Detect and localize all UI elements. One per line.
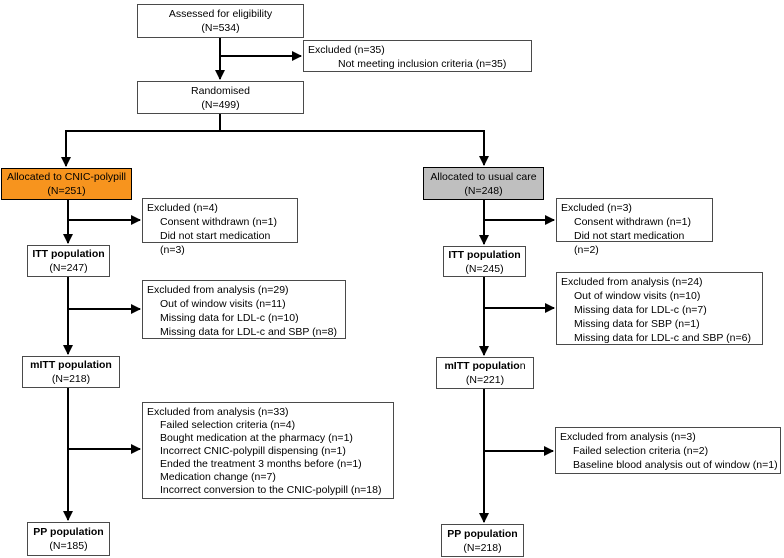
box-excluded-allocation-usual: Excluded (n=3) Consent withdrawn (n=1) D… — [556, 198, 713, 256]
mitt-usual-title-bold: mITT populatio — [444, 360, 520, 372]
exclusion-item: Incorrect conversion to the CNIC-polypil… — [160, 484, 382, 496]
exclusion-title: Excluded from analysis (n=33) — [147, 406, 289, 418]
box-excluded-mitt-polypill: Excluded from analysis (n=33) Failed sel… — [142, 402, 394, 499]
box-pp-polypill: PP population (N=185) — [27, 522, 110, 556]
randomised-title: Randomised — [191, 84, 250, 97]
exclusion-title: Excluded from analysis (n=29) — [147, 284, 289, 296]
box-itt-usual-care: ITT population (N=245) — [443, 246, 526, 277]
box-pp-usual-care: PP population (N=218) — [441, 524, 524, 557]
itt-polypill-n: (N=247) — [49, 262, 88, 274]
exclusion-item: Missing data for SBP (n=1) — [574, 318, 700, 330]
pp-polypill-title: PP population — [33, 526, 104, 538]
exclusion-item: Missing data for LDL-c (n=10) — [160, 312, 299, 324]
exclusion-item: Missing data for LDL-c and SBP (n=6) — [574, 332, 751, 344]
box-itt-polypill: ITT population (N=247) — [27, 245, 110, 277]
box-allocated-polypill: Allocated to CNIC-polypill (N=251) — [1, 168, 132, 200]
exclusion-title: Excluded (n=4) — [147, 202, 218, 214]
exclusion-item: Out of window visits (n=11) — [160, 298, 286, 310]
mitt-polypill-n: (N=218) — [51, 373, 91, 385]
exclusion-item: Consent withdrawn (n=1) — [574, 216, 692, 228]
box-mitt-usual-care: mITT population (N=221) — [436, 357, 534, 389]
box-assessed-eligibility: Assessed for eligibility (N=534) — [137, 4, 304, 38]
assessed-title: Assessed for eligibility — [168, 8, 273, 20]
assessed-n: (N=534) — [201, 22, 240, 34]
mitt-usual-title-tail: n — [519, 360, 526, 372]
exclusion-item: Did not start medication (n=2) — [574, 230, 685, 256]
exclusion-item: Ended the treatment 3 months before (n=1… — [160, 458, 362, 470]
box-randomised: Randomised (N=499) — [137, 81, 304, 114]
pp-polypill-n: (N=185) — [49, 540, 88, 552]
exclusion-item: Missing data for LDL-c (n=7) — [574, 304, 707, 316]
exclusion-item: Baseline blood analysis out of window (n… — [573, 459, 778, 471]
allocated-polypill-title: Allocated to CNIC-polypill — [6, 171, 127, 183]
box-mitt-polypill: mITT population (N=218) — [22, 356, 120, 388]
exclusion-item: Medication change (n=7) — [160, 471, 276, 483]
exclusion-item: Out of window visits (n=10) — [574, 290, 701, 302]
box-excluded-itt-usual: Excluded from analysis (n=24) Out of win… — [556, 272, 763, 345]
exclusion-item: Incorrect CNIC-polypill dispensing (n=1) — [160, 445, 346, 457]
mitt-polypill-title: mITT population — [30, 359, 112, 371]
exclusion-item: Failed selection criteria (n=4) — [160, 419, 296, 431]
box-excluded-allocation-polypill: Excluded (n=4) Consent withdrawn (n=1) D… — [142, 198, 298, 256]
exclusion-title: Excluded (n=3) — [561, 202, 632, 214]
box-excluded-eligibility: Excluded (n=35) Not meeting inclusion cr… — [303, 40, 532, 72]
exclusion-title: Excluded from analysis (n=24) — [561, 276, 703, 288]
exclusion-item: Failed selection criteria (n=2) — [573, 445, 709, 457]
exclusion-item: Did not start medication (n=3) — [160, 230, 271, 256]
allocated-polypill-n: (N=251) — [47, 185, 86, 197]
mitt-usual-title: mITT population — [437, 359, 533, 373]
box-excluded-mitt-usual: Excluded from analysis (n=3) Failed sele… — [555, 427, 781, 474]
box-excluded-itt-polypill: Excluded from analysis (n=29) Out of win… — [142, 280, 346, 339]
allocated-usual-n: (N=248) — [464, 184, 503, 197]
itt-usual-n: (N=245) — [465, 262, 504, 275]
box-allocated-usual-care: Allocated to usual care (N=248) — [423, 167, 544, 200]
allocated-usual-title: Allocated to usual care — [430, 170, 537, 183]
exclusion-item: Not meeting inclusion criteria (n=35) — [338, 58, 507, 70]
itt-polypill-title: ITT population — [32, 248, 105, 260]
itt-usual-title: ITT population — [448, 248, 521, 261]
pp-usual-n: (N=218) — [463, 541, 502, 554]
randomised-n: (N=499) — [201, 98, 240, 111]
exclusion-item: Missing data for LDL-c and SBP (n=8) — [160, 326, 337, 338]
exclusion-item: Bought medication at the pharmacy (n=1) — [160, 432, 353, 444]
pp-usual-title: PP population — [447, 527, 518, 540]
mitt-usual-n: (N=221) — [465, 374, 505, 386]
exclusion-title: Excluded (n=35) — [308, 44, 385, 56]
exclusion-title: Excluded from analysis (n=3) — [560, 431, 696, 443]
exclusion-item: Consent withdrawn (n=1) — [160, 216, 278, 228]
